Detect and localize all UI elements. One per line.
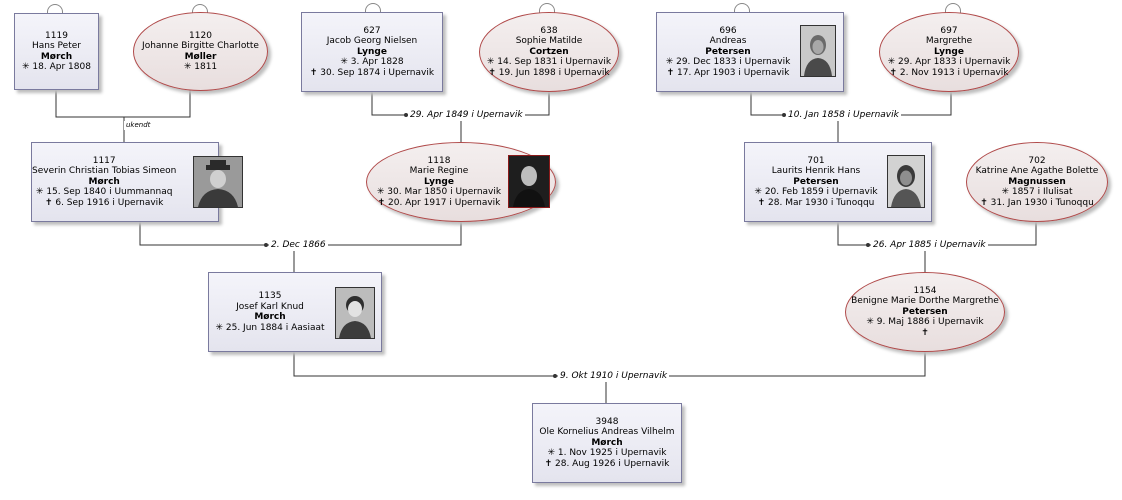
- marriage-label: 26. Apr 1885 i Upernavik: [871, 240, 988, 251]
- person-box-1118[interactable]: 1118 Marie Regine Lynge ✳ 30. Mar 1850 i…: [366, 142, 556, 222]
- person-surname: Cortzen: [529, 46, 569, 57]
- person-photo: [335, 287, 375, 339]
- person-birth: ✳ 15. Sep 1840 i Uummannaq: [35, 187, 173, 198]
- person-box-697[interactable]: 697 Margrethe Lynge ✳ 29. Apr 1833 i Upe…: [879, 12, 1019, 92]
- person-id: 701: [807, 155, 825, 166]
- person-surname: Mørch: [88, 176, 120, 187]
- marriage-label: 9. Okt 1910 i Upernavik: [558, 371, 670, 382]
- person-birth: ✳ 1811: [183, 62, 218, 72]
- person-surname: Magnussen: [1008, 176, 1066, 187]
- person-id: 1118: [427, 155, 451, 166]
- person-given-name: Benigne Marie Dorthe Margrethe: [851, 296, 999, 307]
- marriage-label: 29. Apr 1849 i Upernavik: [408, 110, 525, 121]
- person-photo: [508, 155, 550, 208]
- person-birth: ✳ 30. Mar 1850 i Upernavik: [376, 187, 502, 198]
- person-box-627[interactable]: 627 Jacob Georg Nielsen Lynge ✳ 3. Apr 1…: [301, 12, 443, 92]
- person-surname: Lynge: [357, 46, 387, 57]
- person-birth: ✳ 1857 i Ilulisat: [1001, 187, 1073, 198]
- person-surname: Petersen: [705, 46, 751, 57]
- person-id: 1154: [913, 285, 937, 296]
- person-surname: Møller: [184, 51, 217, 62]
- person-birth: ✳ 18. Apr 1808: [22, 62, 91, 72]
- person-box-701[interactable]: 701 Laurits Henrik Hans Petersen ✳ 20. F…: [744, 142, 932, 222]
- person-id: 1120: [189, 30, 212, 41]
- person-given-name: Sophie Matilde: [515, 36, 583, 47]
- person-box-702[interactable]: 702 Katrine Ane Agathe Bolette Magnussen…: [966, 142, 1108, 222]
- person-photo: [193, 156, 243, 208]
- expand-ancestors-icon[interactable]: [945, 3, 961, 13]
- person-birth: ✳ 3. Apr 1828: [340, 57, 404, 68]
- person-given-name: Hans Peter: [32, 41, 81, 51]
- marriage-label: ukendt: [124, 121, 153, 130]
- person-id: 638: [540, 25, 558, 36]
- person-birth: ✳ 1. Nov 1925 i Upernavik: [547, 448, 667, 459]
- marriage-label: 2. Dec 1866: [269, 240, 328, 251]
- person-id: 3948: [595, 416, 619, 427]
- person-box-1119[interactable]: 1119 Hans Peter Mørch ✳ 18. Apr 1808: [14, 13, 99, 90]
- person-given-name: Laurits Henrik Hans: [771, 166, 861, 177]
- person-given-name: Katrine Ane Agathe Bolette: [975, 166, 1099, 177]
- expand-ancestors-icon[interactable]: [47, 4, 63, 14]
- person-given-name: Margrethe: [925, 36, 973, 47]
- person-box-638[interactable]: 638 Sophie Matilde Cortzen ✳ 14. Sep 183…: [479, 12, 619, 92]
- person-birth: ✳ 20. Feb 1859 i Upernavik: [754, 187, 878, 198]
- person-given-name: Josef Karl Knud: [236, 301, 304, 312]
- person-death: ✝ 28. Mar 1930 i Tunoqqu: [757, 197, 875, 208]
- expand-ancestors-icon[interactable]: [192, 4, 208, 14]
- person-given-name: Severin Christian Tobias Simeon: [32, 166, 177, 177]
- person-id: 696: [719, 25, 737, 36]
- person-surname: Mørch: [40, 51, 73, 62]
- person-surname: Mørch: [591, 437, 623, 448]
- person-given-name: Marie Regine: [409, 166, 469, 177]
- person-surname: Lynge: [424, 176, 454, 187]
- expand-ancestors-icon[interactable]: [365, 3, 381, 13]
- person-box-696[interactable]: 696 Andreas Petersen ✳ 29. Dec 1833 i Up…: [656, 12, 844, 92]
- person-photo: [887, 155, 925, 208]
- person-id: 697: [940, 25, 958, 36]
- person-birth: ✳ 29. Apr 1833 i Upernavik: [887, 57, 1011, 68]
- person-death: ✝ 20. Apr 1917 i Upernavik: [377, 197, 501, 208]
- person-box-1117[interactable]: 1117 Severin Christian Tobias Simeon Mør…: [31, 142, 243, 222]
- person-birth: ✳ 25. Jun 1884 i Aasiaat: [215, 322, 325, 333]
- person-box-1154[interactable]: 1154 Benigne Marie Dorthe Margrethe Pete…: [845, 272, 1005, 352]
- person-surname: Petersen: [793, 176, 839, 187]
- person-death: ✝ 31. Jan 1930 i Tunoqqu: [980, 197, 1094, 208]
- person-id: 1119: [45, 30, 68, 41]
- person-surname: Lynge: [934, 46, 964, 57]
- person-death: ✝ 28. Aug 1926 i Upernavik: [544, 458, 670, 469]
- person-given-name: Andreas: [709, 36, 747, 47]
- person-death: ✝ 6. Sep 1916 i Upernavik: [44, 197, 164, 208]
- person-birth: ✳ 29. Dec 1833 i Upernavik: [665, 57, 791, 68]
- person-death: ✝: [921, 327, 929, 338]
- person-given-name: Jacob Georg Nielsen: [326, 36, 418, 47]
- person-death: ✝ 17. Apr 1903 i Upernavik: [666, 67, 790, 78]
- person-birth: ✳ 9. Maj 1886 i Upernavik: [866, 317, 984, 328]
- person-box-3948[interactable]: 3948 Ole Kornelius Andreas Vilhelm Mørch…: [532, 403, 682, 483]
- person-given-name: Ole Kornelius Andreas Vilhelm: [539, 427, 675, 438]
- person-surname: Petersen: [902, 306, 948, 317]
- expand-ancestors-icon[interactable]: [539, 3, 555, 13]
- person-given-name: Johanne Birgitte Charlotte: [142, 41, 259, 51]
- person-id: 1117: [92, 155, 116, 166]
- person-id: 1135: [258, 291, 282, 301]
- person-birth: ✳ 14. Sep 1831 i Upernavik: [486, 57, 612, 68]
- marriage-label: 10. Jan 1858 i Upernavik: [786, 110, 901, 121]
- person-box-1135[interactable]: 1135 Josef Karl Knud Mørch ✳ 25. Jun 188…: [208, 272, 382, 352]
- person-id: 702: [1028, 155, 1046, 166]
- expand-ancestors-icon[interactable]: [734, 3, 750, 13]
- person-death: ✝ 19. Jun 1898 i Upernavik: [488, 67, 610, 78]
- person-death: ✝ 30. Sep 1874 i Upernavik: [309, 67, 435, 78]
- person-surname: Mørch: [254, 312, 286, 322]
- person-photo: [800, 25, 836, 77]
- person-id: 627: [363, 25, 381, 36]
- person-death: ✝ 2. Nov 1913 i Upernavik: [889, 67, 1009, 78]
- person-box-1120[interactable]: 1120 Johanne Birgitte Charlotte Møller ✳…: [133, 12, 268, 91]
